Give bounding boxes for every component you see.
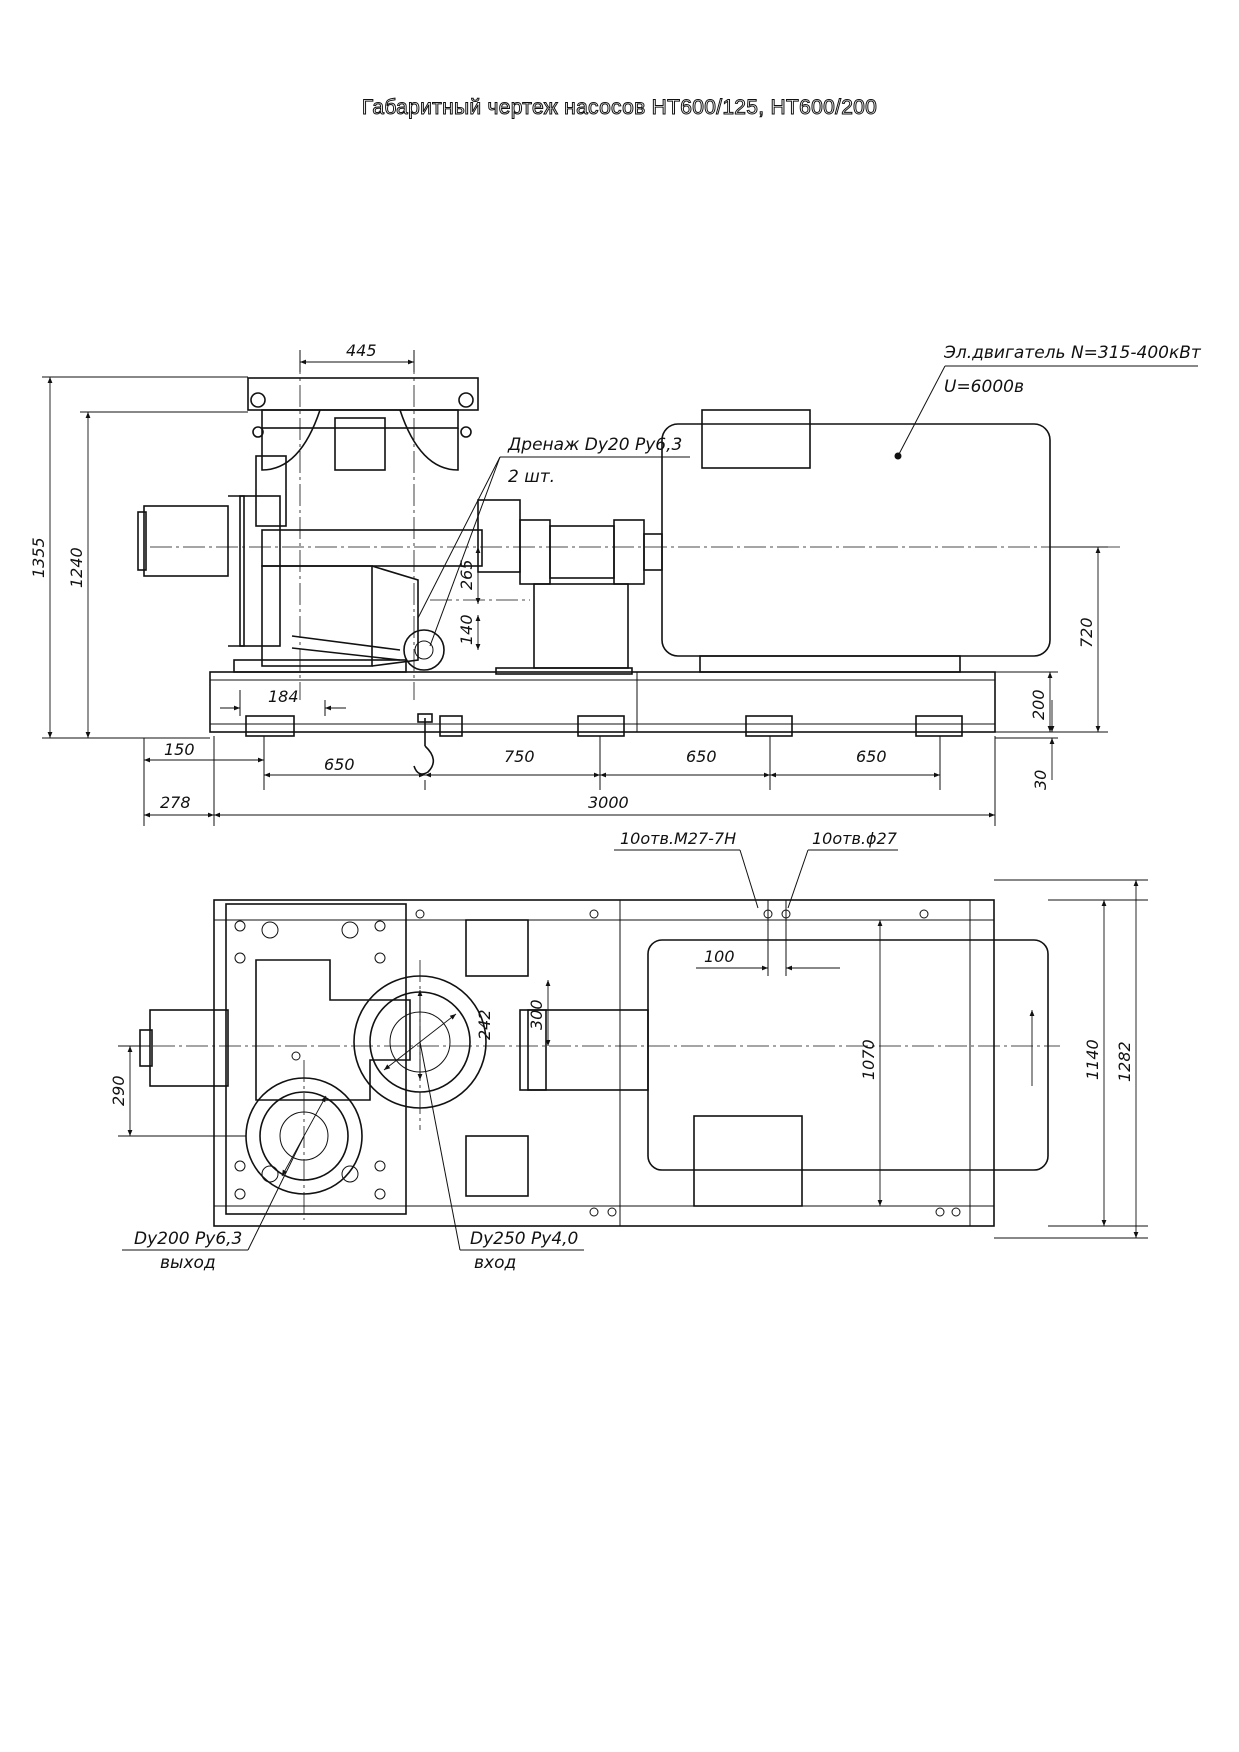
dim-300: 300 bbox=[527, 999, 546, 1030]
motor-label-line1: Эл.двигатель N=315-400кВт bbox=[943, 343, 1202, 363]
inlet-label-line1: Dу250 Рy4,0 bbox=[470, 1229, 578, 1249]
dim-1282: 1282 bbox=[1115, 1041, 1134, 1082]
electric-motor bbox=[661, 409, 1051, 673]
dim-242: 242 bbox=[475, 1009, 494, 1040]
holes-thread-label: 10отв.М27-7Н bbox=[620, 829, 736, 848]
dim-720: 720 bbox=[1077, 617, 1096, 648]
dim-184: 184 bbox=[268, 687, 299, 706]
top-view: 100 10отв.М27-7Н 10отв.ϕ27 300 242 290 1… bbox=[109, 829, 1148, 1273]
dim-750: 750 bbox=[504, 747, 535, 766]
dim-3000: 3000 bbox=[588, 793, 629, 812]
drain-label-line1: Дренаж Dу20 Рy6,3 bbox=[507, 435, 682, 455]
top-pump-casing bbox=[139, 959, 547, 1195]
top-motor bbox=[647, 919, 1049, 1207]
dim-1140: 1140 bbox=[1083, 1039, 1102, 1080]
side-view: 445 1355 1240 265 140 720 200 30 bbox=[29, 341, 1202, 826]
dim-1070: 1070 bbox=[859, 1039, 878, 1080]
outlet-label-line2: выход bbox=[160, 1253, 216, 1273]
dim-200: 200 bbox=[1029, 689, 1048, 720]
outlet-label-line1: Dу200 Рy6,3 bbox=[134, 1229, 242, 1249]
base-frame bbox=[209, 671, 996, 737]
holes-dia-label: 10отв.ϕ27 bbox=[812, 829, 898, 848]
dim-30: 30 bbox=[1031, 770, 1050, 790]
pump-body bbox=[137, 377, 521, 673]
dim-140: 140 bbox=[457, 614, 476, 645]
motor-label-line2: U=6000в bbox=[944, 377, 1024, 397]
dim-265: 265 bbox=[457, 559, 476, 590]
dim-290: 290 bbox=[109, 1075, 128, 1106]
dim-278: 278 bbox=[160, 793, 191, 812]
dim-445: 445 bbox=[346, 341, 377, 360]
inlet-label-line2: вход bbox=[474, 1253, 516, 1273]
dim-1240: 1240 bbox=[67, 547, 86, 588]
dim-1355: 1355 bbox=[29, 537, 48, 578]
drain-label-line2: 2 шт. bbox=[508, 467, 555, 487]
dim-650-b: 650 bbox=[686, 747, 717, 766]
coupling bbox=[495, 519, 663, 675]
dim-650-c: 650 bbox=[856, 747, 887, 766]
dim-650-a: 650 bbox=[324, 755, 355, 774]
dim-150: 150 bbox=[164, 740, 195, 759]
dim-100: 100 bbox=[704, 947, 735, 966]
drawing-title: Габаритный чертеж насосов НТ600/125, НТ6… bbox=[361, 96, 878, 120]
lifting-hook bbox=[413, 713, 435, 775]
